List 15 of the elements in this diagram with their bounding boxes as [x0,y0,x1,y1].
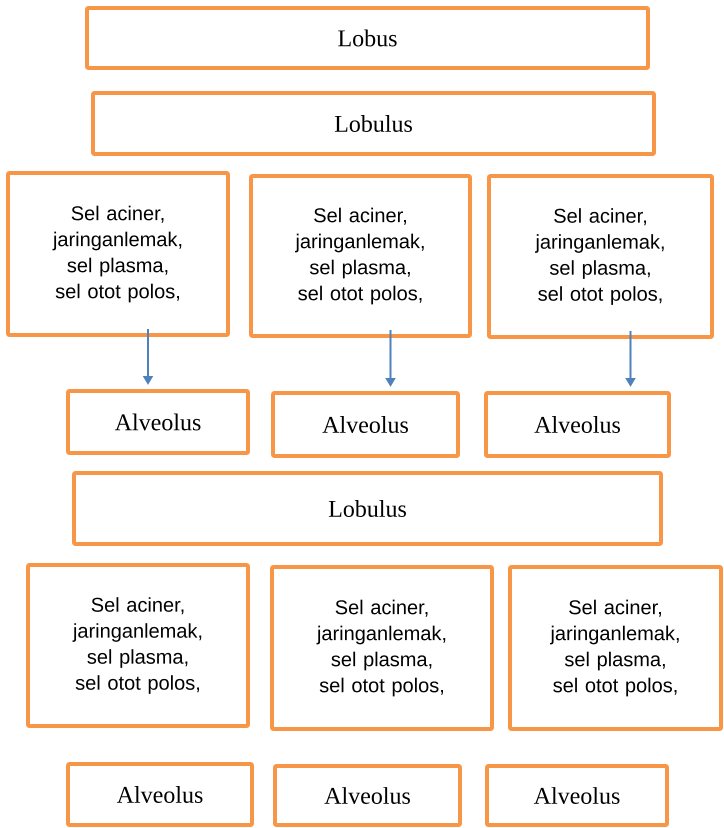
text-box: Sel aciner, jaringanlemak, sel plasma, sel otot polos, [6,171,230,337]
label-box: Alveolus [271,391,460,458]
label-box: Alveolus [66,389,250,455]
label-box: Lobus [85,6,650,70]
label-box: Alveolus [66,762,254,827]
text-box: Sel aciner, jaringanlemak, sel plasma, sel otot polos, [270,565,494,731]
text-box: Sel aciner, jaringanlemak, sel plasma, sel otot polos, [26,563,250,728]
label-box: Alveolus [484,391,671,458]
label-box: Lobulus [91,91,656,156]
label-box: Alveolus [273,764,462,827]
text-box: Sel aciner, jaringanlemak, sel plasma, sel otot polos, [487,174,714,339]
text-box: Sel aciner, jaringanlemak, sel plasma, sel otot polos, [249,174,472,338]
text-box: Sel aciner, jaringanlemak, sel plasma, sel otot polos, [508,565,723,731]
label-box: Lobulus [72,471,663,546]
label-box: Alveolus [485,764,669,827]
